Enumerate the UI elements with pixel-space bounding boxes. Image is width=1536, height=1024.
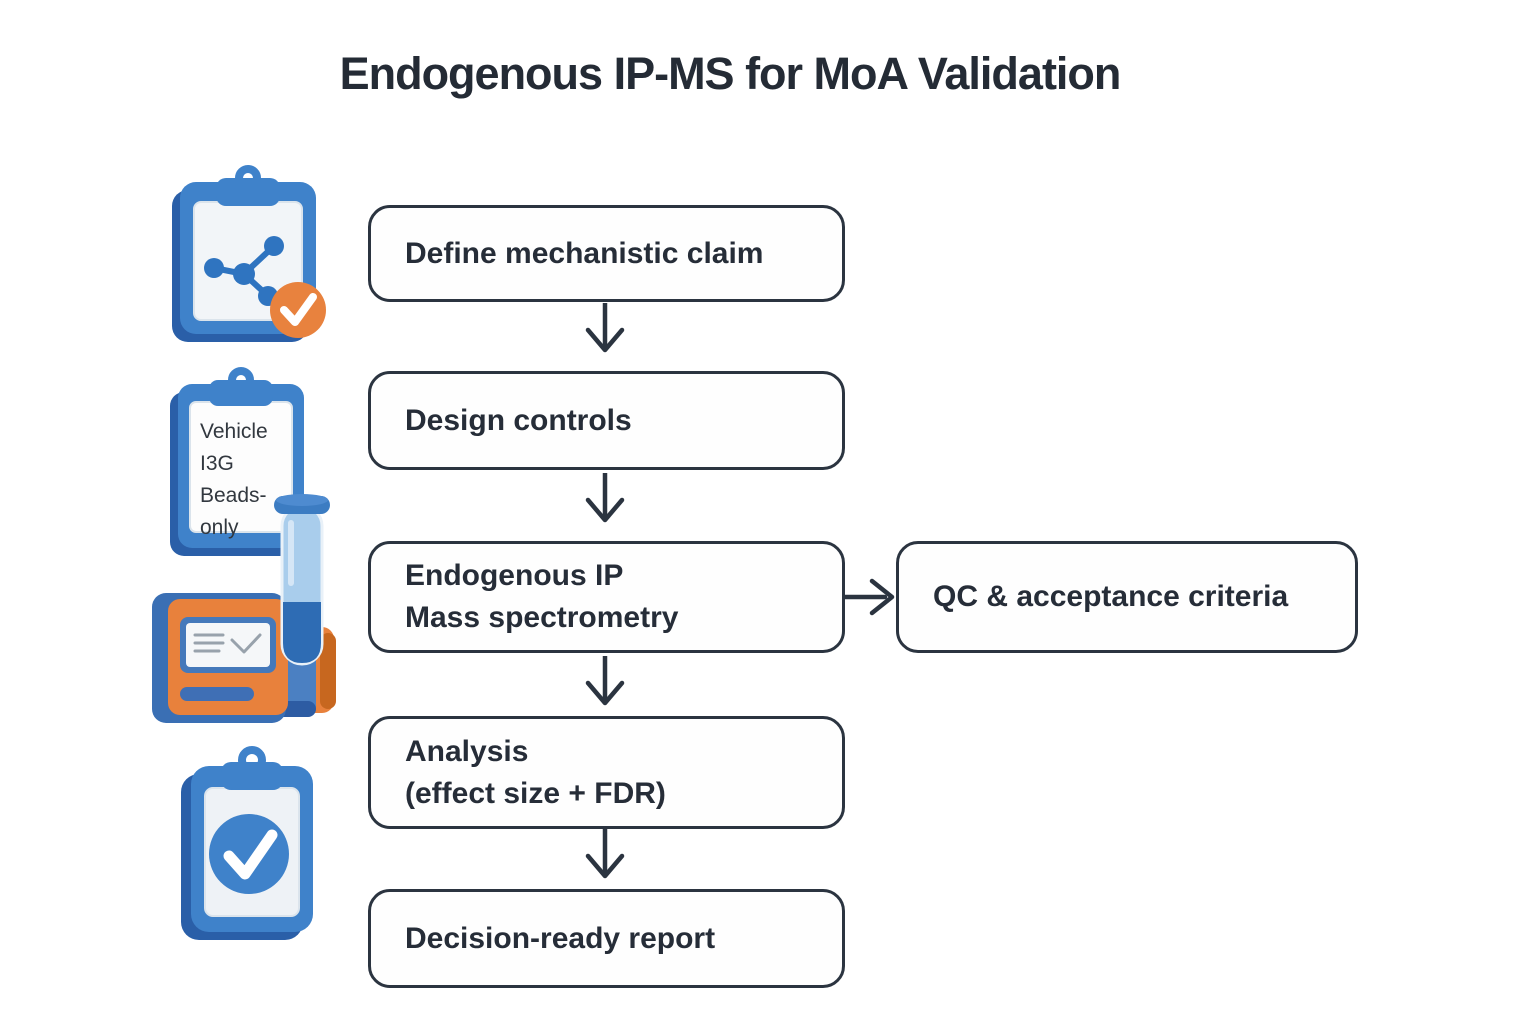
arrow-right-icon bbox=[845, 573, 901, 621]
clipboard-list-icon: Vehicle I3G Beads-only bbox=[166, 366, 308, 562]
flow-step-label: Analysis bbox=[405, 734, 529, 768]
flow-step-decision-report: Decision-ready report bbox=[368, 889, 845, 988]
controls-list-item: Beads-only bbox=[200, 484, 267, 539]
flow-step-label: Define mechanistic claim bbox=[405, 236, 764, 270]
controls-list: Vehicle I3G Beads-only bbox=[200, 416, 288, 544]
flow-step-label: Endogenous IP bbox=[405, 559, 624, 592]
arrow-down-icon bbox=[581, 829, 629, 889]
screen-readout-icon bbox=[193, 633, 262, 654]
blue-check-badge-icon bbox=[209, 814, 289, 894]
test-tube-icon bbox=[272, 490, 332, 672]
flow-step-design-controls: Design controls bbox=[368, 371, 845, 470]
flow-step-label: Design controls bbox=[405, 403, 632, 437]
flow-step-label: Decision-ready report bbox=[405, 921, 716, 955]
flow-step-endogenous-ip-ms: Endogenous IP Mass spectrometry bbox=[368, 541, 845, 653]
flow-step-define-claim: Define mechanistic claim bbox=[368, 205, 845, 302]
controls-list-item: I3G bbox=[200, 452, 234, 475]
flow-step-label: (effect size + FDR) bbox=[405, 776, 666, 810]
arrow-down-icon bbox=[581, 303, 629, 363]
orange-check-badge-icon bbox=[270, 282, 326, 338]
clipboard-network-check-icon bbox=[158, 162, 340, 348]
controls-list-item: Vehicle bbox=[200, 420, 268, 443]
diagram-title: Endogenous IP-MS for MoA Validation bbox=[339, 48, 1122, 99]
flow-step-label: QC & acceptance criteria bbox=[933, 580, 1289, 613]
flow-step-analysis: Analysis (effect size + FDR) bbox=[368, 716, 845, 829]
flow-step-qc-acceptance: QC & acceptance criteria bbox=[896, 541, 1358, 653]
flow-step-label: Mass spectrometry bbox=[405, 601, 679, 634]
arrow-down-icon bbox=[581, 473, 629, 533]
clipboard-check-icon bbox=[175, 740, 320, 948]
arrow-down-icon bbox=[581, 656, 629, 716]
